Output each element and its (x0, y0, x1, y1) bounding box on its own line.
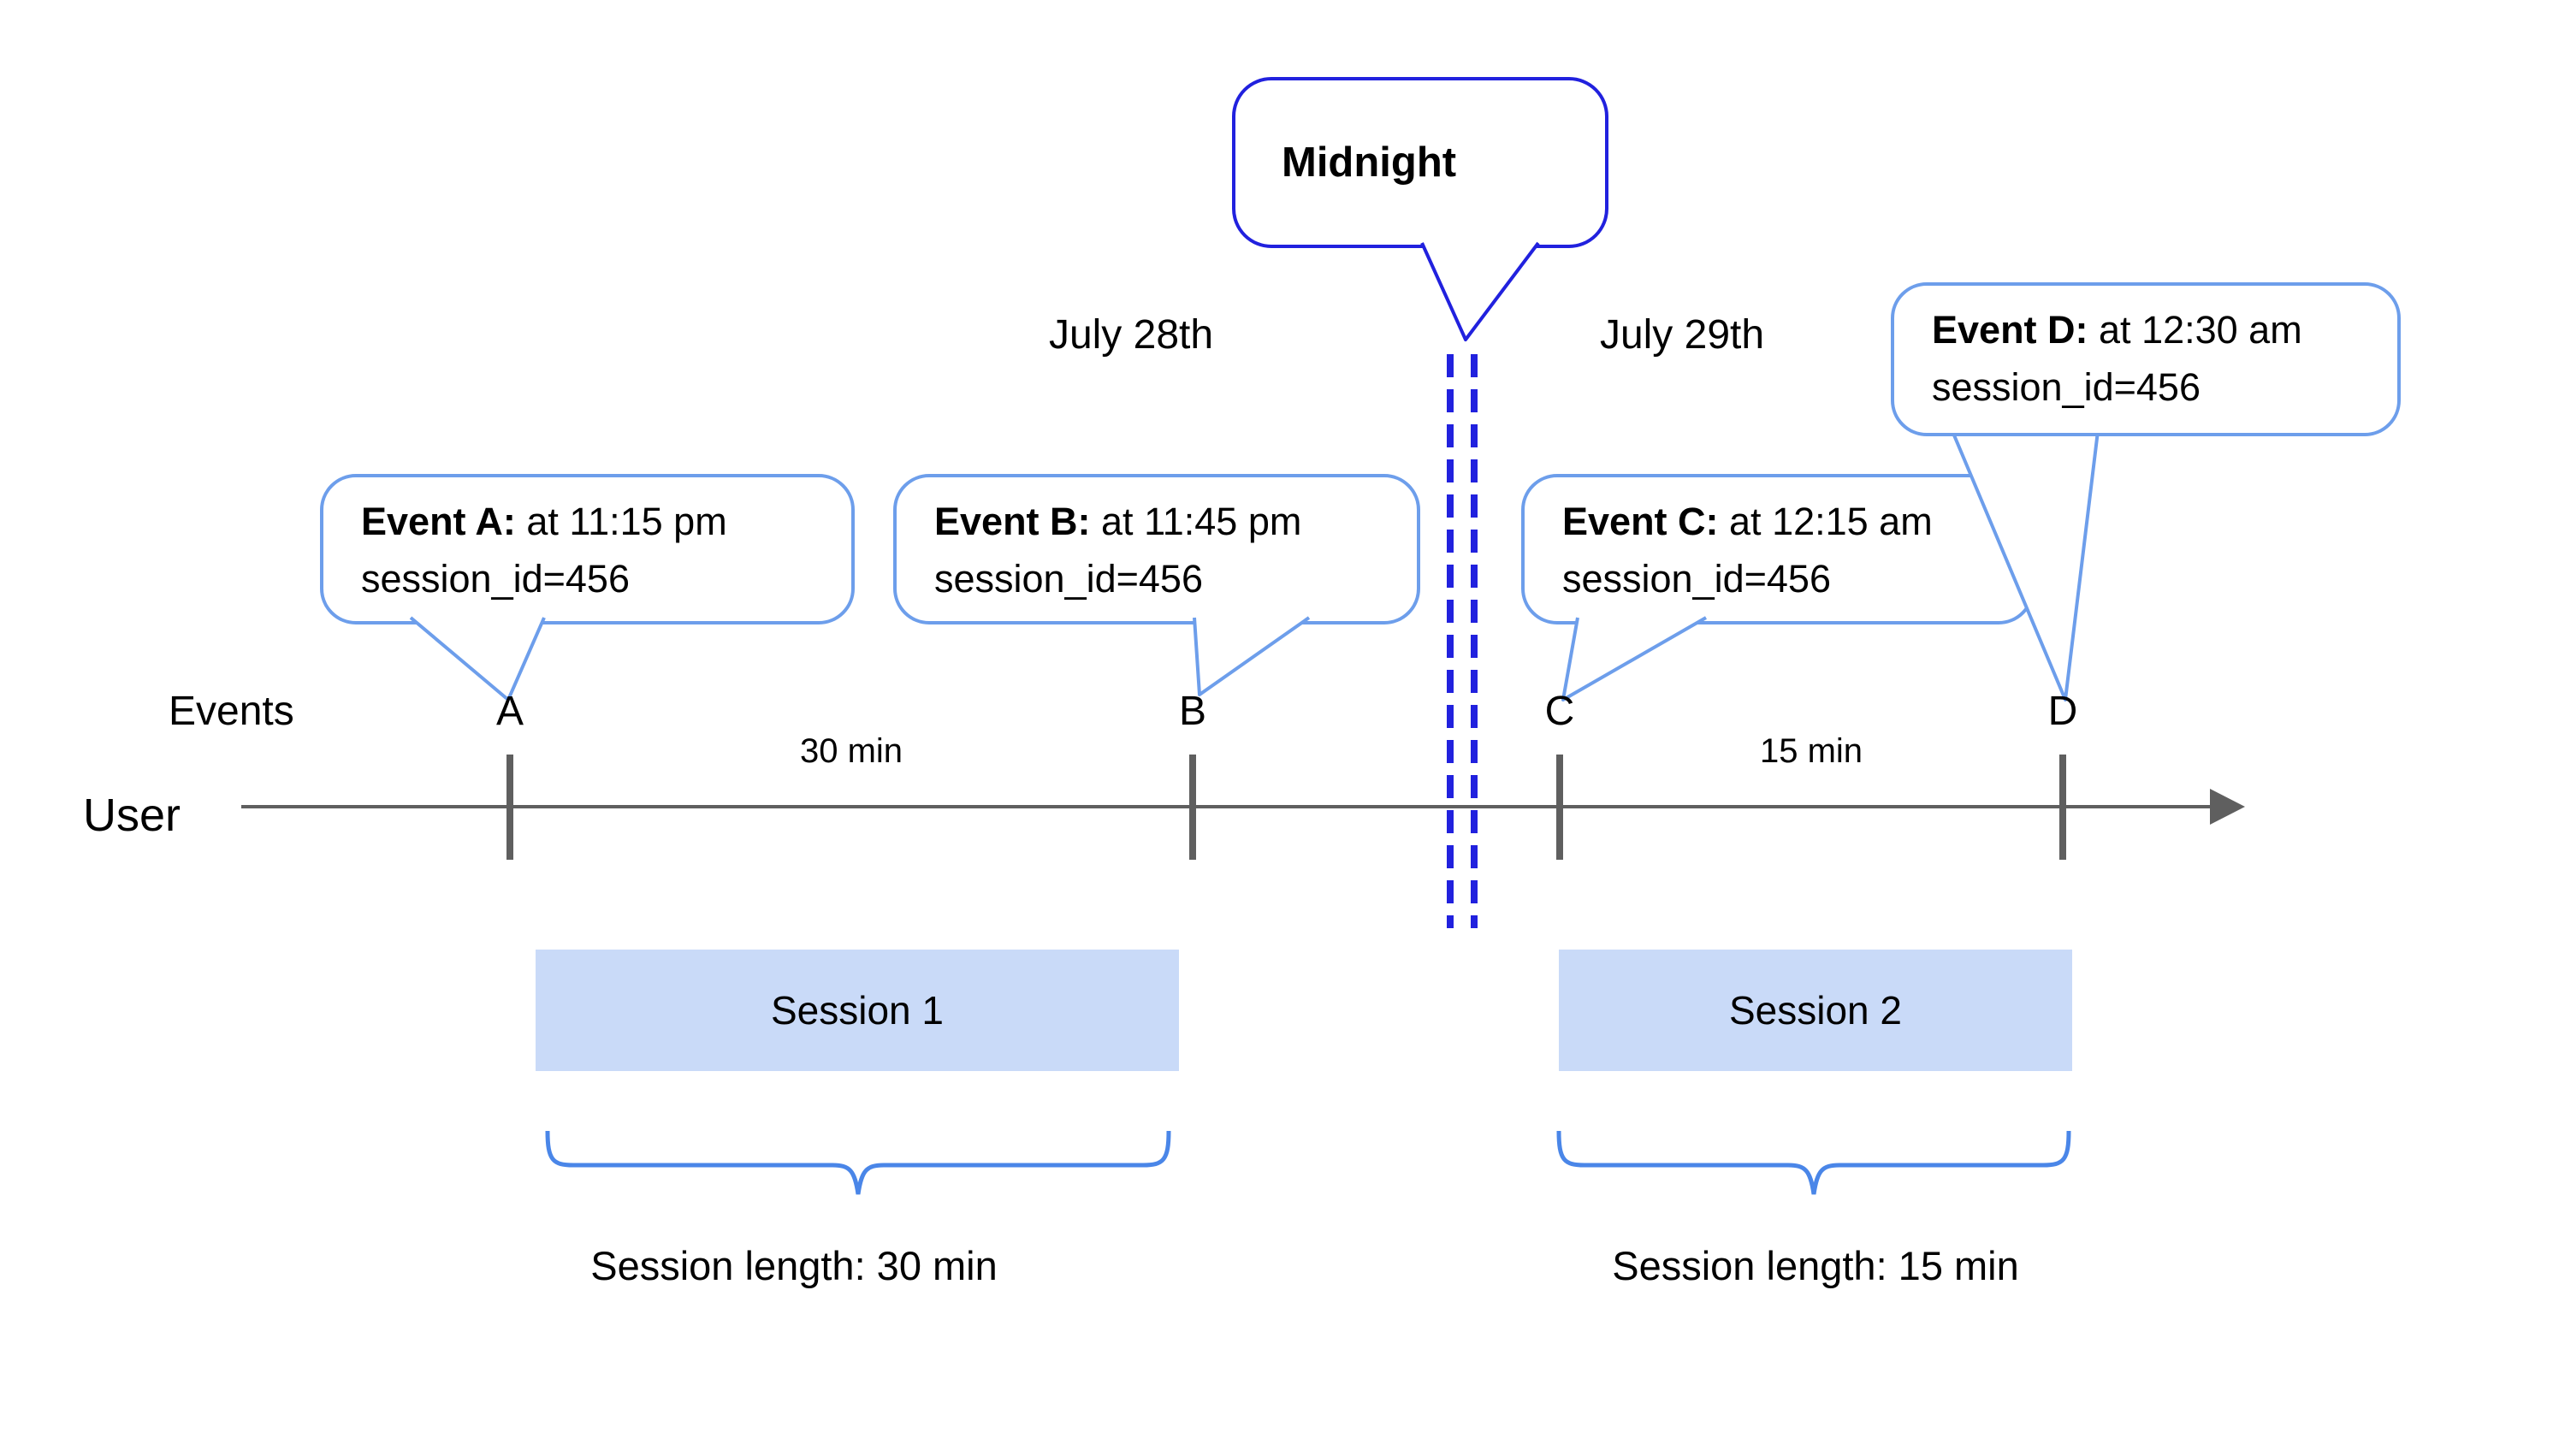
event-a-session-id: session_id=456 (361, 557, 630, 601)
user-axis-label: User (83, 790, 181, 841)
date-label-july-28: July 28th (1048, 312, 1214, 358)
event-d-line1: Event D: at 12:30 am (1932, 301, 2302, 358)
session-1-brace (545, 1130, 1171, 1195)
session-1-box: Session 1 (536, 950, 1179, 1071)
event-label-a: A (495, 689, 524, 734)
event-c-line1: Event C: at 12:15 am (1562, 493, 1933, 550)
event-a-callout-text: Event A: at 11:15 pm session_id=456 (361, 493, 727, 607)
timeline-arrowhead-icon (2210, 789, 2245, 825)
event-c-callout-bubble: Event C: at 12:15 am session_id=456 (1521, 474, 2035, 624)
event-b-session-id: session_id=456 (934, 557, 1203, 601)
midnight-bubble-tail (1420, 241, 1540, 341)
session-2-box: Session 2 (1559, 950, 2072, 1071)
event-d-callout-bubble: Event D: at 12:30 am session_id=456 (1891, 282, 2401, 436)
date-label-july-29: July 29th (1599, 312, 1765, 358)
event-d-session-id: session_id=456 (1932, 365, 2201, 409)
interval-label-30-min: 30 min (799, 732, 903, 770)
event-a-title: Event A: (361, 500, 516, 543)
event-c-callout-text: Event C: at 12:15 am session_id=456 (1562, 493, 1933, 607)
event-b-title: Event B: (934, 500, 1091, 543)
event-c-session-id: session_id=456 (1562, 557, 1831, 601)
interval-label-15-min: 15 min (1759, 732, 1863, 770)
event-d-time: at 12:30 am (2088, 308, 2302, 352)
event-label-c: C (1544, 689, 1575, 734)
events-axis-label: Events (169, 689, 294, 734)
session-2-brace (1556, 1130, 2071, 1195)
event-label-d: D (2047, 689, 2078, 734)
event-c-title: Event C: (1562, 500, 1719, 543)
event-a-line1: Event A: at 11:15 pm (361, 493, 727, 550)
event-b-line1: Event B: at 11:45 pm (934, 493, 1301, 550)
session-2-length-label: Session length: 15 min (1612, 1243, 2019, 1288)
event-a-time: at 11:15 pm (515, 500, 727, 543)
event-b-bubble-tail (1193, 616, 1311, 696)
event-d-title: Event D: (1932, 308, 2088, 352)
event-c-time: at 12:15 am (1718, 500, 1933, 543)
event-a-callout-bubble: Event A: at 11:15 pm session_id=456 (320, 474, 855, 624)
event-b-callout-bubble: Event B: at 11:45 pm session_id=456 (893, 474, 1420, 624)
event-d-bubble-tail (1951, 430, 2100, 701)
event-b-callout-text: Event B: at 11:45 pm session_id=456 (934, 493, 1301, 607)
event-label-b: B (1178, 689, 1207, 734)
midnight-label: Midnight (1282, 139, 1457, 186)
session-1-length-label: Session length: 30 min (590, 1243, 998, 1288)
event-a-bubble-tail (409, 616, 546, 701)
event-c-bubble-tail (1561, 616, 1707, 701)
event-b-time: at 11:45 pm (1090, 500, 1302, 543)
midnight-callout-bubble: Midnight (1232, 77, 1608, 248)
event-d-callout-text: Event D: at 12:30 am session_id=456 (1932, 301, 2302, 416)
